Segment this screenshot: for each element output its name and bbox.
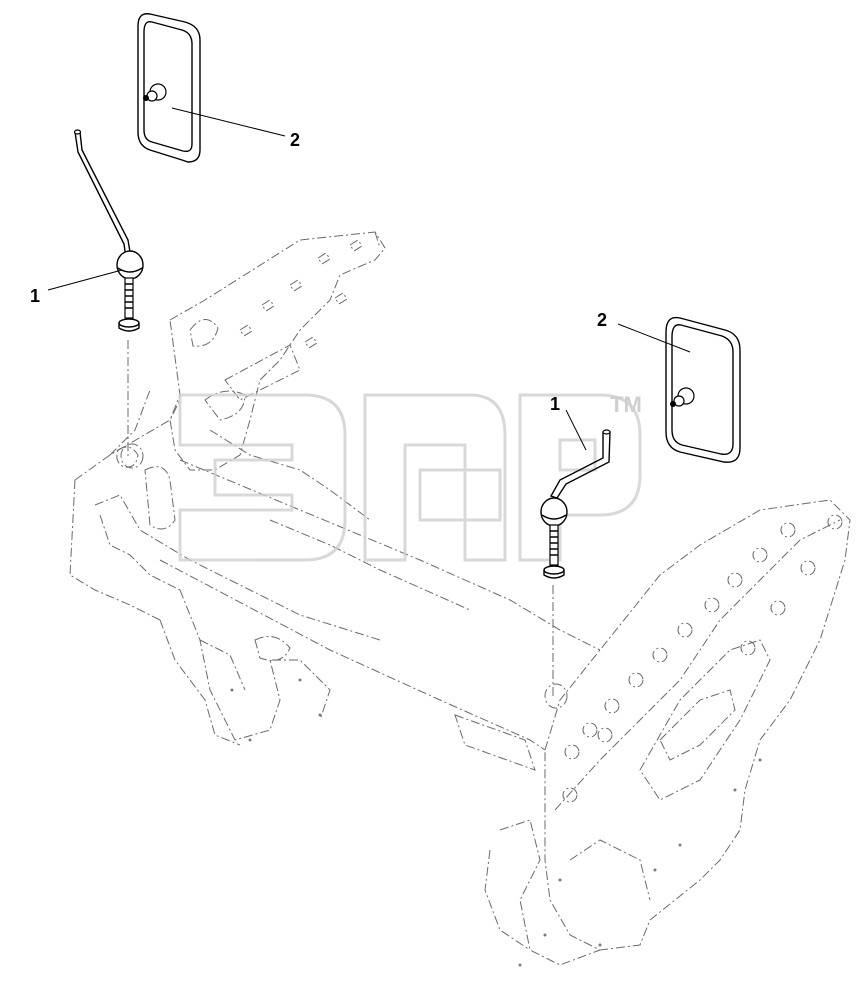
callout-2-right: 2 [597, 310, 607, 330]
frame-phantom [69, 231, 851, 967]
trademark-label: TM [610, 392, 642, 417]
watermark-logo [178, 393, 642, 562]
callout-1-left: 1 [30, 286, 40, 306]
callout-2-top: 2 [290, 130, 300, 150]
callout-1-right: 1 [550, 394, 560, 414]
mirror-bracket-left[interactable] [73, 129, 144, 332]
leader-lines [47, 107, 691, 451]
mirror-bracket-right[interactable] [540, 429, 611, 579]
mirror-top[interactable] [137, 13, 201, 163]
mirror-right[interactable] [665, 316, 741, 463]
